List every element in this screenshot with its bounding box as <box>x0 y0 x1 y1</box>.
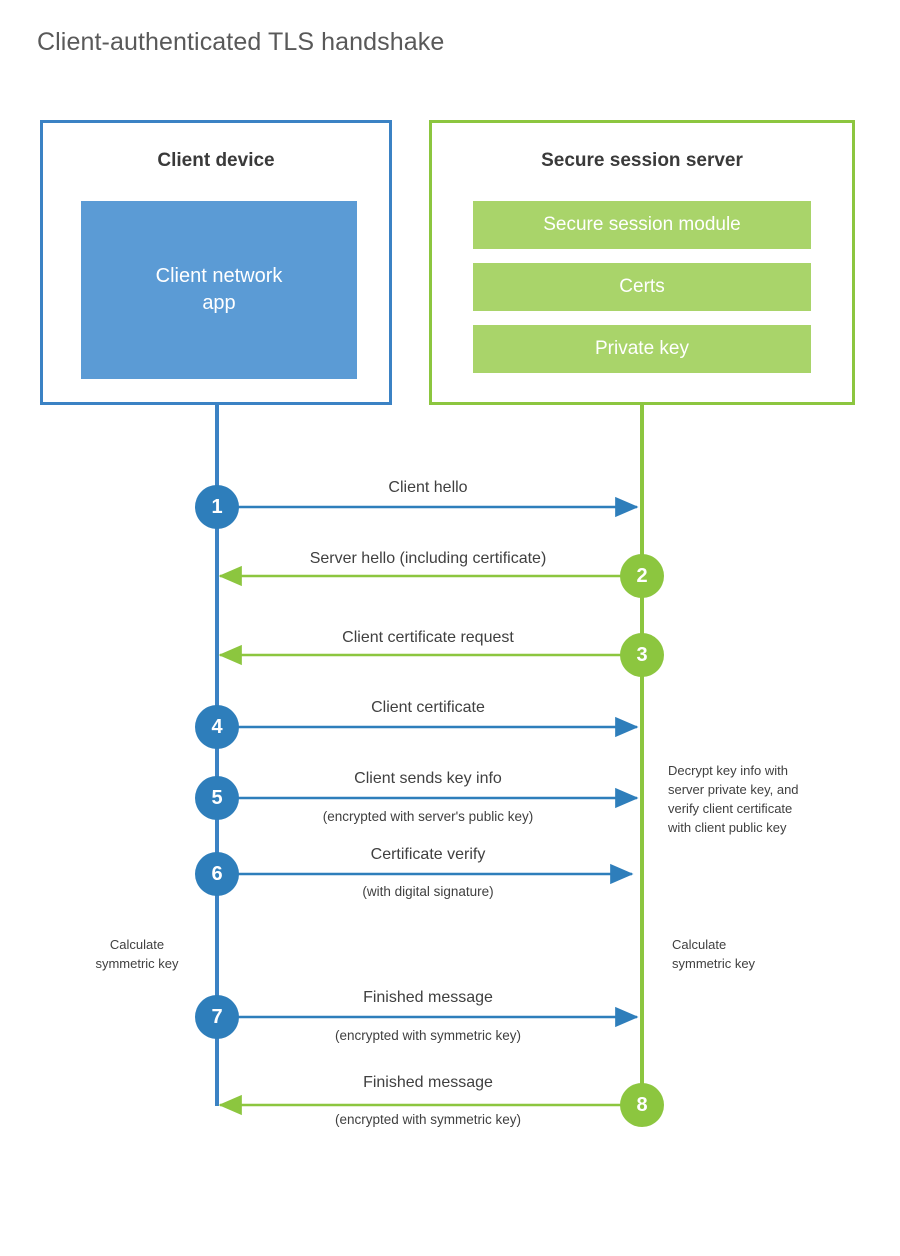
page-title: Client-authenticated TLS handshake <box>37 28 445 56</box>
note-client-calculate-symmetric-key: Calculate symmetric key <box>95 937 179 971</box>
step-number: 1 <box>211 495 223 518</box>
message-label-4: Client certificate <box>371 699 485 716</box>
secure-session-server-box: Secure session server Secure session mod… <box>429 120 855 405</box>
step-number: 5 <box>211 786 223 809</box>
step-number: 7 <box>211 1005 223 1028</box>
step-marker-5[interactable]: 5 <box>195 776 239 820</box>
step-number: 6 <box>211 862 223 885</box>
client-network-app-label: Client network app <box>155 265 283 314</box>
message-label-2: Server hello (including certificate) <box>309 550 547 567</box>
server-component-private-key: Private key <box>473 325 811 373</box>
step-marker-4[interactable]: 4 <box>195 705 239 749</box>
note-server-calculate-symmetric-key: Calculate symmetric key <box>672 937 756 971</box>
step-number: 3 <box>636 643 648 666</box>
server-lifeline <box>640 405 644 1106</box>
client-device-title: Client device <box>157 150 275 171</box>
message-sublabel-5: (encrypted with server's public key) <box>322 809 534 824</box>
message-label-6: Certificate verify <box>370 846 486 863</box>
server-component-label: Private key <box>595 338 689 359</box>
message-label-7: Finished message <box>363 989 493 1006</box>
note-server-decrypt: Decrypt key info with server private key… <box>668 763 799 835</box>
message-label-8: Finished message <box>363 1074 493 1091</box>
step-number: 8 <box>636 1093 648 1116</box>
server-component-secure-session-module: Secure session module <box>473 201 811 249</box>
secure-session-server-title: Secure session server <box>541 150 743 171</box>
client-network-app-block: Client network app <box>81 201 357 379</box>
step-marker-8[interactable]: 8 <box>620 1083 664 1127</box>
step-marker-1[interactable]: 1 <box>195 485 239 529</box>
message-sublabel-7: (encrypted with symmetric key) <box>334 1028 522 1043</box>
client-lifeline <box>215 405 219 1106</box>
step-number: 2 <box>636 564 648 587</box>
step-marker-2[interactable]: 2 <box>620 554 664 598</box>
step-marker-6[interactable]: 6 <box>195 852 239 896</box>
message-label-3: Client certificate request <box>342 629 514 646</box>
server-component-label: Certs <box>619 276 665 297</box>
server-component-certs: Certs <box>473 263 811 311</box>
message-sublabel-8: (encrypted with symmetric key) <box>334 1112 522 1127</box>
message-label-1: Client hello <box>388 479 468 496</box>
step-number: 4 <box>211 715 223 738</box>
step-marker-7[interactable]: 7 <box>195 995 239 1039</box>
server-component-label: Secure session module <box>543 214 741 235</box>
step-marker-3[interactable]: 3 <box>620 633 664 677</box>
client-device-box: Client device Client network app <box>40 120 392 405</box>
message-sublabel-6: (with digital signature) <box>362 884 494 899</box>
message-label-5: Client sends key info <box>354 770 502 787</box>
